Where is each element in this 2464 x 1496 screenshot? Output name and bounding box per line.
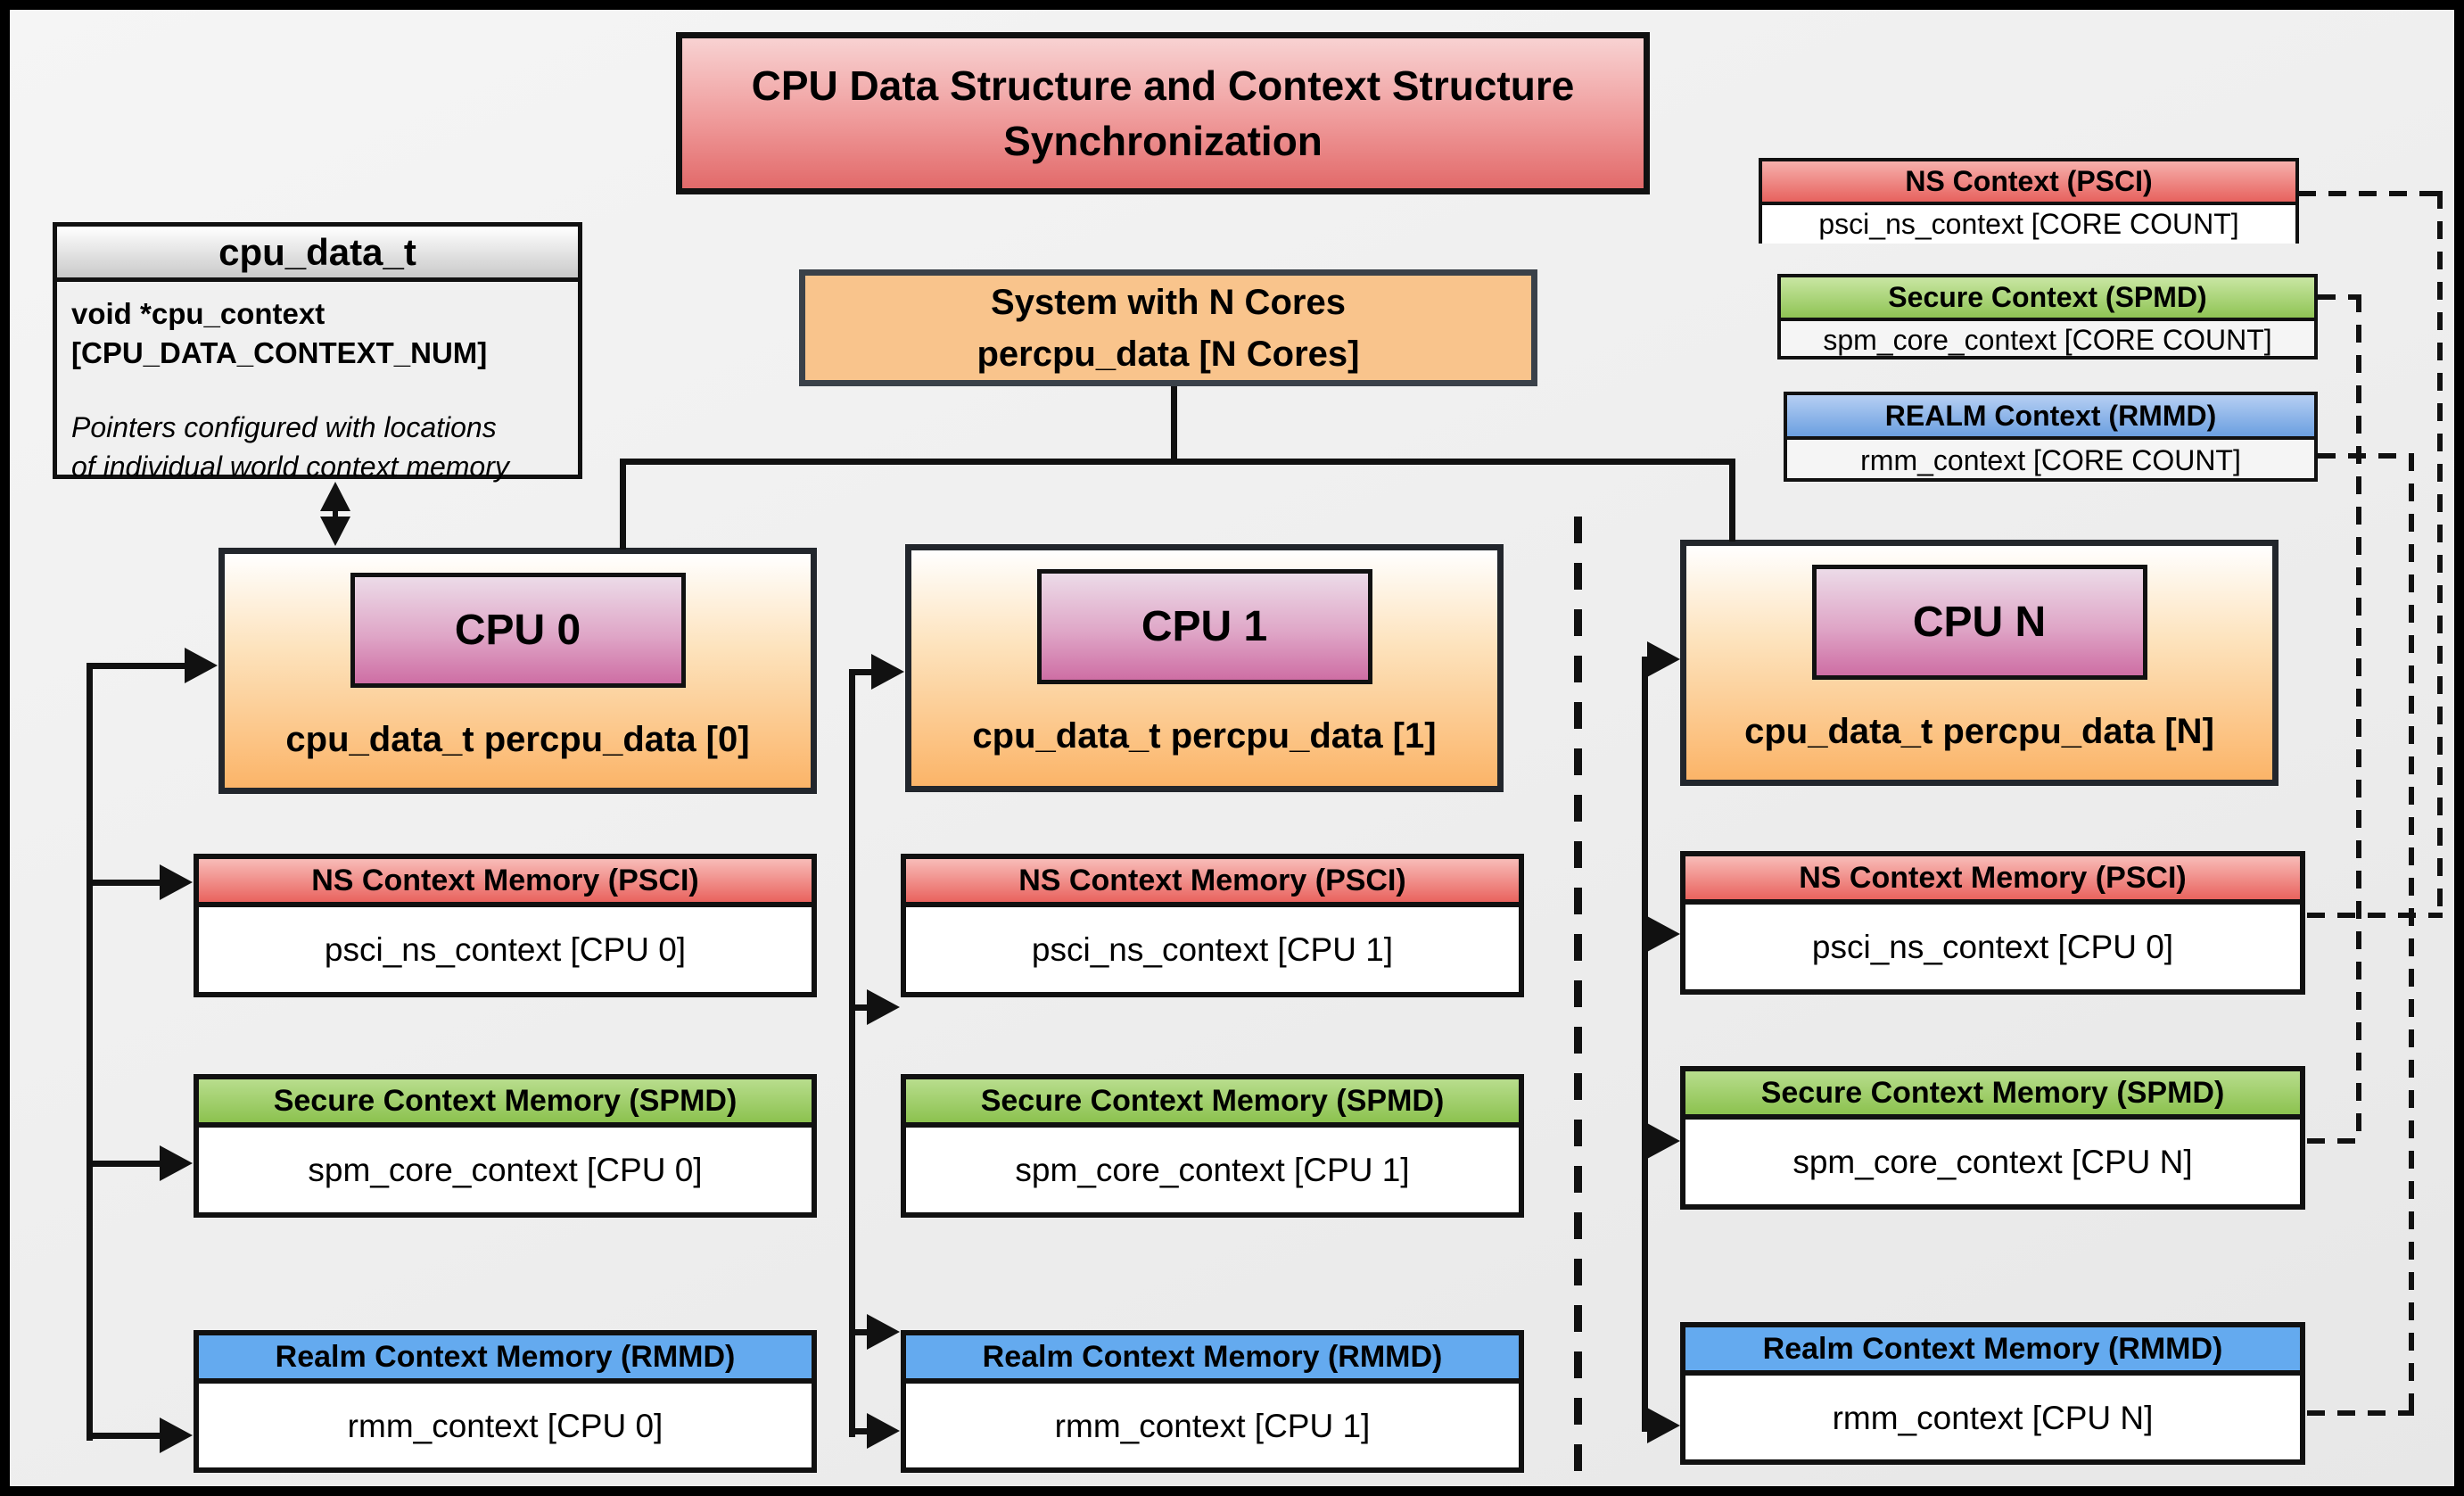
cpun-ns-body: psci_ns_context [CPU 0] <box>1811 928 2174 965</box>
cpu0-percpu-label: cpu_data_t percpu_data [0] <box>285 720 750 759</box>
cpu1-branch-ns <box>849 1004 869 1011</box>
cpu-data-t-body: void *cpu_context [CPU_DATA_CONTEXT_NUM]… <box>57 282 578 486</box>
cpun-trunk-line <box>1642 657 1648 1432</box>
cpu1-ns-body: psci_ns_context [CPU 1] <box>1031 930 1394 968</box>
cpu1-branch-box <box>849 669 874 675</box>
column-divider-dashed-line <box>1574 517 1582 1486</box>
cpu0-box-arrow-icon <box>185 648 218 683</box>
legend-secure-header: Secure Context (SPMD) <box>1781 277 2314 321</box>
legend-secure-context: Secure Context (SPMD) spm_core_context [… <box>1777 274 2318 360</box>
legend-secure-body: spm_core_context [CORE COUNT] <box>1823 324 2272 356</box>
cpun-realm-memory-box: Realm Context Memory (RMMD) rmm_context … <box>1680 1322 2305 1465</box>
cpu1-secure-arrow-icon <box>867 1314 900 1350</box>
cpu1-box-arrow-icon <box>871 654 904 690</box>
cpu0-realm-memory-box: Realm Context Memory (RMMD) rmm_context … <box>194 1330 817 1473</box>
cpu0-box: CPU 0 cpu_data_t percpu_data [0] <box>218 548 817 794</box>
secure-memory-dash-h <box>2307 1138 2361 1144</box>
diagram-title: CPU Data Structure and Context Structure… <box>676 32 1650 194</box>
cpun-realm-body: rmm_context [CPU N] <box>1832 1399 2154 1436</box>
cpun-secure-header: Secure Context Memory (SPMD) <box>1685 1071 2300 1120</box>
cpu0-secure-arrow-icon <box>160 1145 193 1181</box>
ns-legend-dash-h <box>2298 191 2442 196</box>
cpu0-ns-body: psci_ns_context [CPU 0] <box>324 930 687 968</box>
secure-legend-dash-h <box>2318 294 2361 300</box>
cpu0-pill: CPU 0 <box>350 573 686 688</box>
cpu0-branch-ns <box>87 880 161 886</box>
ns-memory-dash-h <box>2307 913 2443 918</box>
cpu1-box: CPU 1 cpu_data_t percpu_data [1] <box>905 544 1504 792</box>
cpu1-secure-header: Secure Context Memory (SPMD) <box>906 1079 1519 1128</box>
legend-realm-header: REALM Context (RMMD) <box>1787 395 2314 440</box>
cpun-pill: CPU N <box>1811 565 2147 680</box>
diagram-title-text: CPU Data Structure and Context Structure… <box>751 62 1575 164</box>
cpu-data-t-header: cpu_data_t <box>57 227 578 282</box>
cpu0-secure-header: Secure Context Memory (SPMD) <box>199 1079 812 1128</box>
cpu-data-t-box: cpu_data_t void *cpu_context [CPU_DATA_C… <box>53 222 582 483</box>
cpu0-trunk-line <box>87 663 93 1441</box>
cpu1-realm-header: Realm Context Memory (RMMD) <box>906 1335 1519 1384</box>
cpun-percpu-label: cpu_data_t percpu_data [N] <box>1744 712 2214 751</box>
cpu1-percpu-label: cpu_data_t percpu_data [1] <box>972 716 1437 756</box>
cpu1-realm-memory-box: Realm Context Memory (RMMD) rmm_context … <box>901 1330 1524 1473</box>
legend-ns-body: psci_ns_context [CORE COUNT] <box>1762 205 2295 244</box>
cpun-secure-memory-box: Secure Context Memory (SPMD) spm_core_co… <box>1680 1066 2305 1210</box>
cpu0-realm-body: rmm_context [CPU 0] <box>347 1407 663 1444</box>
system-box: System with N Cores percpu_data [N Cores… <box>799 269 1537 386</box>
system-drop-line <box>1171 386 1177 464</box>
cpu1-secure-memory-box: Secure Context Memory (SPMD) spm_core_co… <box>901 1074 1524 1218</box>
struct-link-down-arrow-icon <box>320 517 350 546</box>
cpu1-branch-secure <box>849 1329 869 1335</box>
realm-memory-dash-h <box>2307 1410 2414 1416</box>
pointer-note-line1: Pointers configured with locations <box>71 411 497 444</box>
cpun-ns-header: NS Context Memory (PSCI) <box>1685 856 2300 905</box>
cpu0-ns-arrow-icon <box>160 864 193 900</box>
cpu1-realm-arrow-icon <box>867 1413 900 1449</box>
cpu0-realm-header: Realm Context Memory (RMMD) <box>199 1335 812 1384</box>
struct-link-dashed-line <box>333 506 338 524</box>
system-line1: System with N Cores <box>991 282 1346 322</box>
secure-legend-dash-v <box>2356 294 2361 1144</box>
cpu0-ns-memory-box: NS Context Memory (PSCI) psci_ns_context… <box>194 854 817 997</box>
legend-ns-context: NS Context (PSCI) psci_ns_context [CORE … <box>1759 158 2299 244</box>
cpun-box-arrow-icon <box>1647 641 1680 677</box>
legend-realm-context: REALM Context (RMMD) rmm_context [CORE C… <box>1784 392 2318 482</box>
cpun-realm-header: Realm Context Memory (RMMD) <box>1685 1327 2300 1376</box>
cpu1-secure-body: spm_core_context [CPU 1] <box>1015 1151 1410 1188</box>
cpun-secure-body: spm_core_context [CPU N] <box>1792 1143 2193 1180</box>
cpu0-branch-secure <box>87 1161 161 1167</box>
cpun-secure-arrow-icon <box>1647 1123 1680 1159</box>
cpu1-trunk-line <box>849 669 855 1437</box>
legend-realm-body: rmm_context [CORE COUNT] <box>1860 444 2241 476</box>
cpu0-ns-header: NS Context Memory (PSCI) <box>199 859 812 907</box>
cpu0-secure-memory-box: Secure Context Memory (SPMD) spm_core_co… <box>194 1074 817 1218</box>
ns-legend-dash-v <box>2437 191 2443 918</box>
cpu1-realm-body: rmm_context [CPU 1] <box>1054 1407 1371 1444</box>
cpu-context-field-line2: [CPU_DATA_CONTEXT_NUM] <box>71 335 488 369</box>
cpu0-branch-realm <box>87 1433 161 1439</box>
cpu0-branch-box <box>87 663 186 669</box>
rail-drop-cpu0 <box>620 459 626 550</box>
cpu1-ns-memory-box: NS Context Memory (PSCI) psci_ns_context… <box>901 854 1524 997</box>
cpu0-realm-arrow-icon <box>160 1417 193 1453</box>
rail-drop-cpun <box>1729 459 1735 541</box>
cpun-box: CPU N cpu_data_t percpu_data [N] <box>1680 540 2279 786</box>
cpu1-pill: CPU 1 <box>1036 569 1372 684</box>
cpu1-ns-header: NS Context Memory (PSCI) <box>906 859 1519 907</box>
cpu-context-field-line1: void *cpu_context <box>71 297 326 330</box>
cpun-realm-arrow-icon <box>1647 1408 1680 1443</box>
cpun-ns-arrow-icon <box>1647 916 1680 952</box>
cpun-ns-memory-box: NS Context Memory (PSCI) psci_ns_context… <box>1680 851 2305 995</box>
system-line2: percpu_data [N Cores] <box>977 334 1360 374</box>
realm-legend-dash-h <box>2318 453 2414 459</box>
distribution-rail <box>620 459 1735 465</box>
realm-legend-dash-v <box>2409 453 2414 1416</box>
legend-ns-header: NS Context (PSCI) <box>1762 161 2295 205</box>
pointer-note-line2: of individual world context memory <box>71 450 509 484</box>
cpu1-branch-realm <box>849 1428 869 1434</box>
cpu0-secure-body: spm_core_context [CPU 0] <box>308 1151 703 1188</box>
cpu1-ns-arrow-icon <box>867 989 900 1025</box>
